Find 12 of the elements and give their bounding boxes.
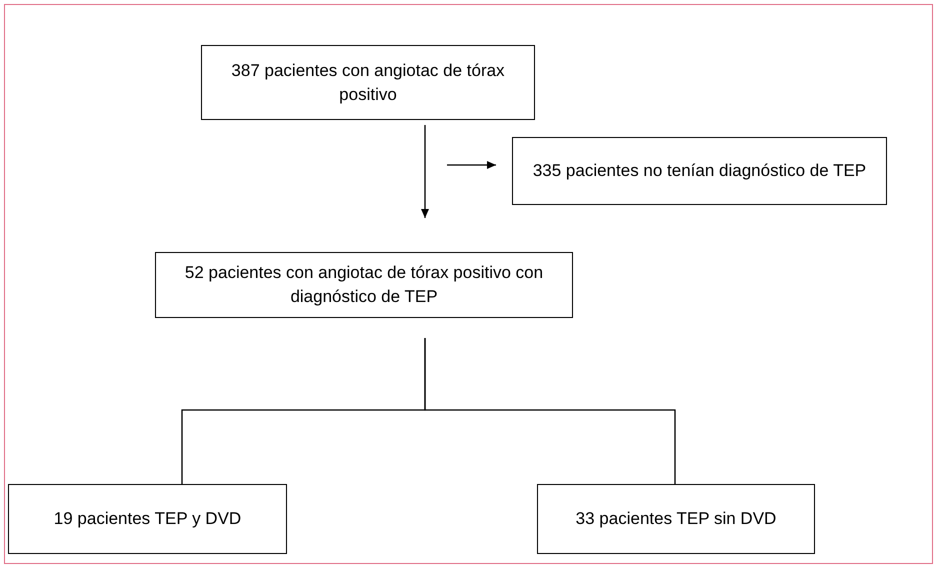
box-text: 387 pacientes con angiotac de tórax positivo [230,60,506,106]
box-text: 335 pacientes no tenían diagnóstico de TEP [532,160,866,182]
box-text: 52 pacientes con angiotac de tórax positivo con diagnóstico de TEP [184,262,544,308]
process-box [8,484,287,554]
process-box [201,45,535,120]
box-text: 19 pacientes TEP y DVD [54,508,242,530]
arrow [421,125,429,218]
process-box [537,484,815,554]
process-box [512,137,887,205]
box-text: 33 pacientes TEP sin DVD [576,508,776,530]
arrow [447,161,496,169]
process-box [155,252,573,318]
